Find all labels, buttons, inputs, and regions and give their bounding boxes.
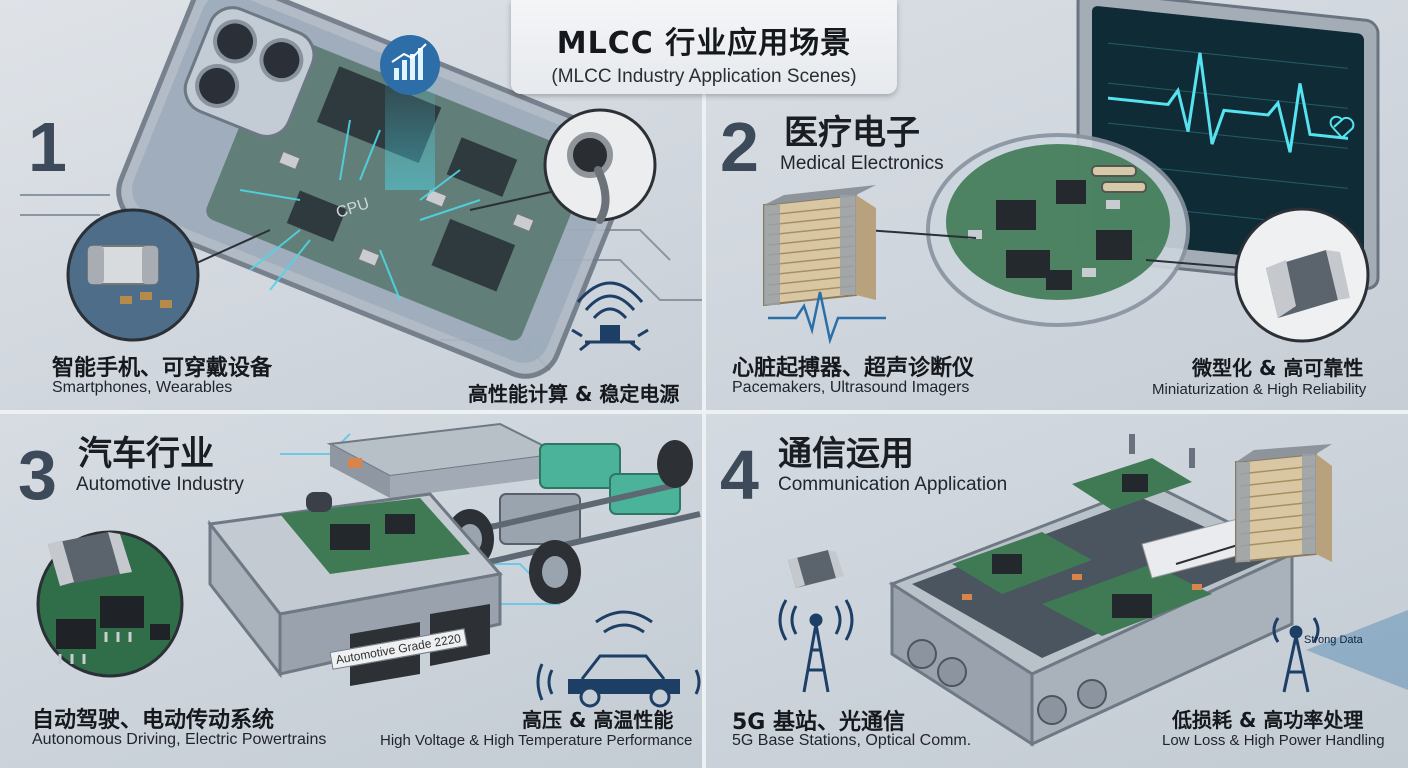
- car-icon: [536, 610, 701, 708]
- antenna-tower-icon: [778, 599, 854, 693]
- divider-horizontal: [0, 410, 1408, 414]
- items-en-3: Autonomous Driving, Electric Powertrains: [32, 731, 327, 748]
- items-cn-2: 心脏起搏器、超声诊断仪: [732, 356, 975, 381]
- section-number-4: 4: [720, 436, 759, 514]
- feature-cn-1: 高性能计算 & 稳定电源: [468, 382, 680, 406]
- section-title-en-2: Medical Electronics: [780, 153, 944, 174]
- feature-cn-4: 低损耗 & 高功率处理: [1172, 708, 1364, 732]
- items-en-1: Smartphones, Wearables: [52, 379, 233, 396]
- page-title: MLCC 行业应用场景: [556, 26, 852, 61]
- strong-data-label: Strong Data: [1304, 634, 1363, 646]
- items-cn-4: 5G 基站、光通信: [732, 710, 906, 735]
- automotive-illustration: [36, 422, 701, 708]
- panel-smartphones: 1 CPU 智能手机、可穿戴设备 Smartphones, Wearables …: [0, 0, 702, 410]
- section-title-en-4: Communication Application: [778, 474, 1008, 495]
- section-number-1: 1: [28, 108, 67, 186]
- items-en-2: Pacemakers, Ultrasound Imagers: [732, 379, 970, 396]
- feature-en-4: Low Loss & High Power Handling: [1162, 732, 1385, 749]
- heartbeat-icon: [1108, 52, 1348, 153]
- page-subtitle: (MLCC Industry Application Scenes): [551, 66, 857, 87]
- section-title-cn-4: 通信运用: [778, 434, 914, 474]
- smartphone-illustration: [20, 0, 702, 379]
- panel-communication: 4 通信运用 Communication Application Strong …: [706, 414, 1408, 768]
- feature-en-2: Miniaturization & High Reliability: [1152, 381, 1367, 398]
- feature-en-3: High Voltage & High Temperature Performa…: [380, 732, 693, 749]
- communication-illustration: [778, 434, 1408, 747]
- items-cn-1: 智能手机、可穿戴设备: [52, 356, 273, 381]
- feature-cn-2: 微型化 & 高可靠性: [1192, 356, 1364, 380]
- divider-vertical: [702, 0, 706, 768]
- title-banner: MLCC 行业应用场景 (MLCC Industry Application S…: [511, 0, 897, 94]
- section-title-en-3: Automotive Industry: [76, 474, 244, 495]
- medical-illustration: [763, 0, 1380, 345]
- panel-automotive: 3 汽车行业 Automotive Industry Automotive Gr…: [0, 414, 702, 768]
- section-number-2: 2: [720, 108, 759, 186]
- section-title-cn-2: 医疗电子: [784, 113, 920, 153]
- feature-cn-3: 高压 & 高温性能: [522, 708, 674, 732]
- items-en-4: 5G Base Stations, Optical Comm.: [732, 732, 972, 749]
- section-number-3: 3: [18, 436, 57, 514]
- section-title-cn-3: 汽车行业: [78, 434, 214, 474]
- items-cn-3: 自动驾驶、电动传动系统: [32, 708, 275, 733]
